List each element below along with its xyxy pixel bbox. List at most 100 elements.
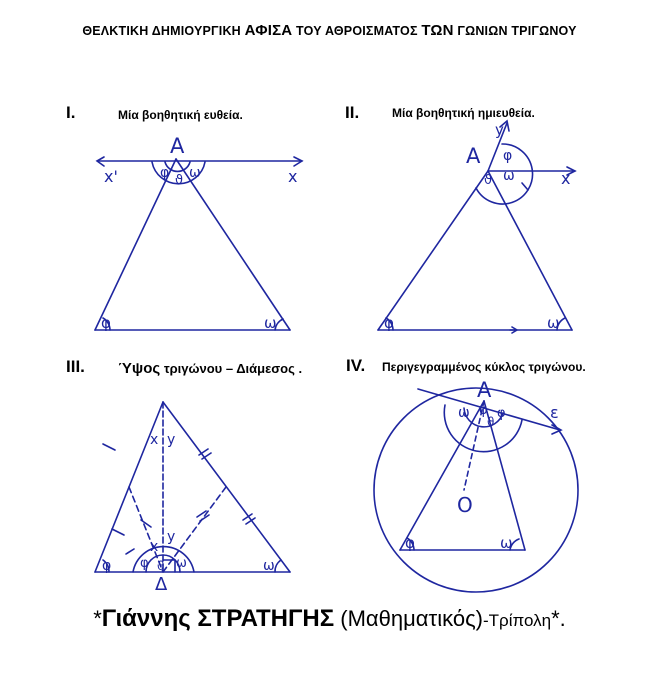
label-x: x xyxy=(288,167,297,186)
author-name: Γιάννης ΣΤΡΑΤΗΓΗΣ xyxy=(101,605,335,632)
label-omega-c: ω xyxy=(547,314,560,332)
angle-arc-a-inner xyxy=(463,407,504,428)
panel-2-figure xyxy=(377,119,577,334)
page-title: ΘΕΛΚΤΙΚΗ ΔΗΜΙΟΥΡΓΙΚΗ ΑΦΙΣΑ ΤΟΥ ΑΘΡΟΙΣΜΑΤ… xyxy=(0,22,659,39)
label-omega-c: ω xyxy=(264,314,277,332)
angle-arc-c xyxy=(556,317,566,331)
label-center-o: O xyxy=(457,493,473,517)
label-omega-a: ω xyxy=(458,405,470,421)
panel-3-caption: Ύψος τριγώνου – Διάμεσος . xyxy=(118,360,302,377)
author-city: -Τρίπολη xyxy=(483,611,552,630)
label-y: y xyxy=(495,121,504,139)
label-omega-c: ω xyxy=(500,534,513,552)
arc-tick xyxy=(521,182,529,191)
label-vertex-a: A xyxy=(477,378,492,402)
equal-tick xyxy=(196,510,207,518)
label-y-top: y xyxy=(167,432,175,448)
label-omega-c: ω xyxy=(263,558,275,574)
arrow-left-icon xyxy=(95,156,105,167)
auxiliary-ray-y xyxy=(487,122,508,172)
title-part-2: ΤΟΥ ΑΘΡΟΙΣΜΑΤΟΣ xyxy=(296,24,418,38)
label-x-bottom: x xyxy=(150,539,158,555)
label-omega: ω xyxy=(503,168,515,184)
label-phi-a1: φ xyxy=(479,403,488,418)
star-open: * xyxy=(93,606,102,631)
equal-tick xyxy=(198,448,209,456)
panel-2-number: II. xyxy=(345,103,360,122)
label-y-bottom: y xyxy=(167,529,175,545)
panel-4-figure xyxy=(373,387,579,593)
title-bold-ton: ΤΩΝ xyxy=(421,22,454,39)
angle-arc-b xyxy=(102,317,111,331)
tangent-line xyxy=(417,388,561,431)
angle-arc-b xyxy=(406,537,415,551)
angle-arc-a-inner xyxy=(164,161,191,173)
author-signature: *Γιάννης ΣΤΡΑΤΗΓΗΣ (Μαθηματικός)-Τρίπολη… xyxy=(0,605,659,633)
label-theta-d: ϑ xyxy=(157,559,164,573)
equal-tick xyxy=(140,519,152,528)
circumcircle xyxy=(373,387,579,593)
angle-arc-b xyxy=(102,559,110,573)
equal-tick xyxy=(111,528,125,536)
panel-4-number: IV. xyxy=(346,356,366,375)
label-theta: ϑ xyxy=(175,173,183,188)
angle-arc-d xyxy=(132,545,195,573)
arrow-x-icon xyxy=(566,166,577,176)
base-arrow-mark xyxy=(509,326,519,334)
label-phi-a2: φ xyxy=(497,406,506,421)
panel-3-caption-rest: τριγώνου – Διάμεσος . xyxy=(163,361,303,376)
panel-1-number: I. xyxy=(66,103,76,122)
label-x: x xyxy=(561,169,570,188)
equal-tick xyxy=(125,548,135,555)
angle-arc-a xyxy=(151,161,206,185)
label-delta: Δ xyxy=(155,574,168,595)
author-role: (Μαθηματικός) xyxy=(340,606,483,631)
label-phi-d: φ xyxy=(140,556,149,571)
angle-arc-d-inner xyxy=(145,554,181,573)
label-phi: φ xyxy=(160,165,169,181)
equal-tick xyxy=(199,514,210,522)
title-part-3: ΓΩΝΙΩΝ ΤΡΙΓΩΝΟΥ xyxy=(457,24,577,38)
label-vertex-a: A xyxy=(170,134,185,158)
title-bold-afisa: ΑΦΙΣΑ xyxy=(244,22,293,39)
angle-arc-c xyxy=(274,559,282,573)
triangle-side-left xyxy=(399,400,485,551)
equal-tick xyxy=(242,513,253,521)
label-epsilon: ε xyxy=(550,403,559,422)
radius-to-center xyxy=(463,400,485,491)
panel-2-caption: Μία βοηθητική ημιευθεία. xyxy=(392,106,535,120)
star-close: *. xyxy=(551,606,566,631)
triangle-side-right xyxy=(487,170,573,331)
panel-1-figure xyxy=(94,156,304,331)
equal-tick xyxy=(201,452,212,460)
label-omega: ω xyxy=(189,165,201,181)
panel-3-caption-bold: Ύψος xyxy=(118,360,161,377)
arrow-y-icon xyxy=(499,119,510,132)
label-phi-b: φ xyxy=(384,314,394,332)
angle-arc-a xyxy=(443,404,523,453)
label-theta-a: ϑ xyxy=(487,415,494,429)
label-vertex-a: A xyxy=(466,144,481,168)
triangle-side-left xyxy=(94,158,177,331)
median-left xyxy=(128,486,164,573)
label-phi: φ xyxy=(503,148,512,164)
panel-3-number: III. xyxy=(66,357,85,376)
label-x-prime: x' xyxy=(104,167,118,186)
title-part-1: ΘΕΛΚΤΙΚΗ ΔΗΜΙΟΥΡΓΙΚΗ xyxy=(82,24,241,38)
triangle-side-left xyxy=(377,170,489,331)
median-right xyxy=(162,486,227,573)
equal-tick xyxy=(102,443,116,451)
label-theta: ϑ xyxy=(484,173,492,188)
arrow-right-icon xyxy=(293,156,304,167)
panel-4-caption: Περιγεγραμμένος κύκλος τριγώνου. xyxy=(382,360,586,374)
angle-arc-c xyxy=(274,318,284,331)
label-x-top: x xyxy=(150,432,158,448)
triangle-side-right xyxy=(175,158,291,331)
label-phi-b: φ xyxy=(102,558,111,574)
label-phi-b: φ xyxy=(405,534,415,552)
arrow-epsilon-icon xyxy=(551,424,563,435)
label-phi-b: φ xyxy=(101,314,111,332)
panel-3-figure xyxy=(94,401,291,573)
label-omega-d: ω xyxy=(176,556,187,571)
